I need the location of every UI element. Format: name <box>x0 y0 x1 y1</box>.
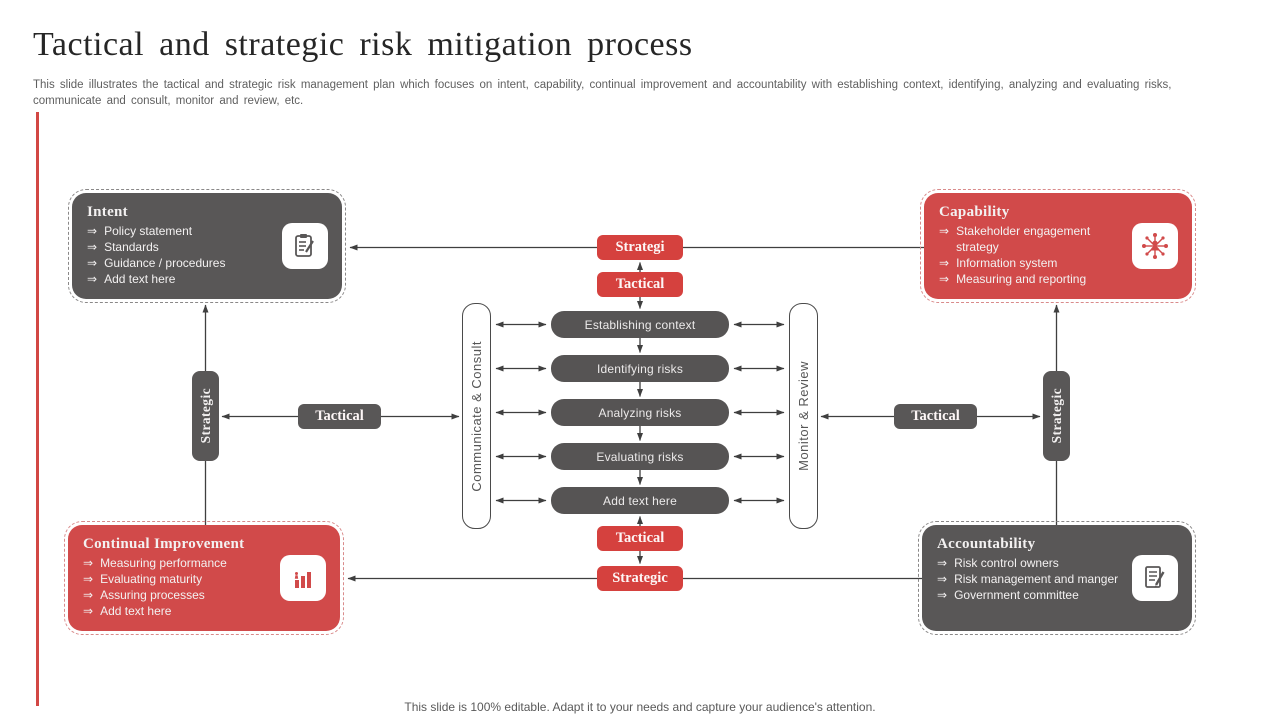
arrow-bullet: ⇒ <box>87 271 98 286</box>
bottom-tactical-label: Tactical <box>597 526 683 551</box>
intent-title: Intent <box>87 204 128 220</box>
accountability-title: Accountability <box>937 536 1036 552</box>
capability-title: Capability <box>939 204 1010 220</box>
left-accent-stripe <box>36 112 39 706</box>
list-item: ⇒Stakeholder engagement strategy <box>939 224 1091 254</box>
arrow-bullet: ⇒ <box>937 587 948 602</box>
intent-list: ⇒Policy statement ⇒Standards ⇒Guidance /… <box>87 224 272 288</box>
arrow-bullet: ⇒ <box>87 239 98 254</box>
arrow-bullet: ⇒ <box>83 587 94 602</box>
monitor-review-pill: Monitor & Review <box>789 303 818 529</box>
arrow-bullet: ⇒ <box>937 556 948 570</box>
list-item: ⇒Policy statement <box>87 224 193 238</box>
continual-improvement-list: ⇒Measuring performance ⇒Evaluating matur… <box>83 556 270 620</box>
step-evaluating-risks: Evaluating risks <box>551 443 729 470</box>
step-establishing-context: Establishing context <box>551 311 729 338</box>
slide-subtitle: This slide illustrates the tactical and … <box>33 79 1172 108</box>
list-item: ⇒Assuring processes <box>83 587 205 602</box>
list-item: ⇒Measuring performance <box>83 556 227 570</box>
arrow-bullet: ⇒ <box>939 224 950 238</box>
slide-footer-note: This slide is 100% editable. Adapt it to… <box>404 700 876 714</box>
right-strategic-box: Strategic <box>1043 371 1070 461</box>
list-item: ⇒Risk control owners <box>937 556 1059 570</box>
arrow-bullet: ⇒ <box>937 571 948 586</box>
continual-improvement-title: Continual Improvement <box>83 536 245 552</box>
list-item: ⇒Information system <box>939 255 1058 270</box>
slide-title: Tactical and strategic risk mitigation p… <box>33 26 693 63</box>
arrow-bullet: ⇒ <box>939 255 950 270</box>
clipboard-checklist-icon <box>282 223 328 269</box>
list-item: ⇒Evaluating maturity <box>83 571 203 586</box>
accountability-list: ⇒Risk control owners ⇒Risk management an… <box>937 556 1122 604</box>
accountability-box: Accountability ⇒Risk control owners ⇒Ris… <box>918 521 1196 635</box>
step-identifying-risks: Identifying risks <box>551 355 729 382</box>
arrow-bullet: ⇒ <box>83 556 94 570</box>
step-add-text-here: Add text here <box>551 487 729 514</box>
intent-box: Intent ⇒Policy statement ⇒Standards ⇒Gui… <box>68 189 346 303</box>
arrow-bullet: ⇒ <box>83 571 94 586</box>
communicate-consult-pill: Communicate & Consult <box>462 303 491 529</box>
list-item: ⇒Risk management and manger <box>937 571 1119 586</box>
list-item: ⇒Add text here <box>83 603 172 618</box>
list-item: ⇒Standards <box>87 239 159 254</box>
continual-improvement-box: Continual Improvement ⇒Measuring perform… <box>64 521 344 635</box>
left-strategic-box: Strategic <box>192 371 219 461</box>
capability-box: Capability ⇒Stakeholder engagement strat… <box>920 189 1196 303</box>
arrow-bullet: ⇒ <box>87 224 98 238</box>
arrow-bullet: ⇒ <box>939 271 950 286</box>
left-tactical-label: Tactical <box>298 404 381 429</box>
growth-bar-chart-icon <box>280 555 326 601</box>
right-tactical-label: Tactical <box>894 404 977 429</box>
stakeholder-network-icon <box>1132 223 1178 269</box>
arrow-bullet: ⇒ <box>87 255 98 270</box>
top-strategic-label: Strategi <box>597 235 683 260</box>
list-item: ⇒Government committee <box>937 587 1079 602</box>
top-tactical-label: Tactical <box>597 272 683 297</box>
document-pencil-icon <box>1132 555 1178 601</box>
bottom-strategic-label: Strategic <box>597 566 683 591</box>
list-item: ⇒Measuring and reporting <box>939 271 1087 286</box>
step-analyzing-risks: Analyzing risks <box>551 399 729 426</box>
capability-list: ⇒Stakeholder engagement strategy ⇒Inform… <box>939 224 1122 288</box>
list-item: ⇒Add text here <box>87 271 176 286</box>
list-item: ⇒Guidance / procedures <box>87 255 226 270</box>
arrow-bullet: ⇒ <box>83 603 94 618</box>
